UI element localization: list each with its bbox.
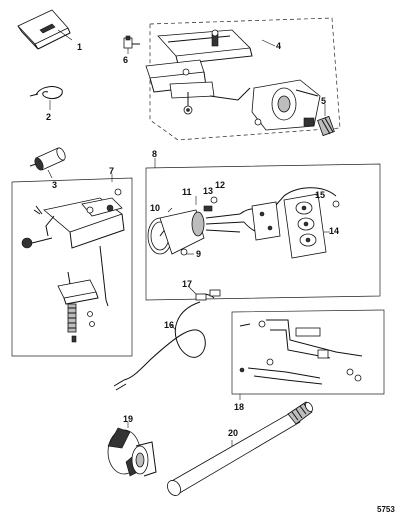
callout-6: 6	[123, 55, 128, 65]
gear-hub-icon	[107, 427, 157, 477]
throttle-linkage-icon	[145, 29, 321, 131]
callout-12: 12	[215, 180, 225, 190]
callout-8: 8	[152, 149, 157, 159]
callout-14: 14	[329, 226, 339, 236]
linkage-group-box	[149, 17, 341, 141]
callout-15: 15	[315, 190, 325, 200]
callout-17: 17	[182, 279, 192, 289]
callout-13: 13	[203, 186, 213, 196]
callout-19: 19	[123, 414, 133, 424]
callout-20: 20	[228, 428, 238, 438]
part-7-box	[11, 177, 133, 357]
cable-guide-icon	[123, 35, 140, 49]
ignition-coil-bracket-icon	[283, 193, 327, 259]
callout-2: 2	[46, 112, 51, 122]
callout-1: 1	[77, 42, 82, 52]
drive-shaft-icon	[167, 401, 314, 496]
wire-lead-icon	[113, 289, 221, 391]
callout-5: 5	[321, 96, 326, 106]
callout-4: 4	[276, 41, 281, 51]
part-18-box	[231, 309, 385, 395]
callout-7: 7	[109, 166, 114, 176]
wire-clip-icon	[29, 86, 63, 99]
shift-linkage-lower-icon	[239, 319, 363, 385]
decal-icon	[17, 9, 71, 50]
shift-linkage-icon	[317, 115, 335, 137]
remote-control-bracket-icon	[21, 188, 125, 343]
figure-number: 5753	[377, 505, 395, 514]
callout-9: 9	[196, 249, 201, 259]
fuse-holder-icon	[29, 147, 66, 171]
callout-16: 16	[164, 320, 174, 330]
callout-11: 11	[182, 187, 192, 197]
callout-10: 10	[150, 203, 160, 213]
tachometer-icon	[147, 196, 245, 256]
callout-18: 18	[234, 402, 244, 412]
wire-harness-icon	[239, 187, 340, 241]
callout-3: 3	[52, 180, 57, 190]
part-8-box	[145, 163, 381, 301]
